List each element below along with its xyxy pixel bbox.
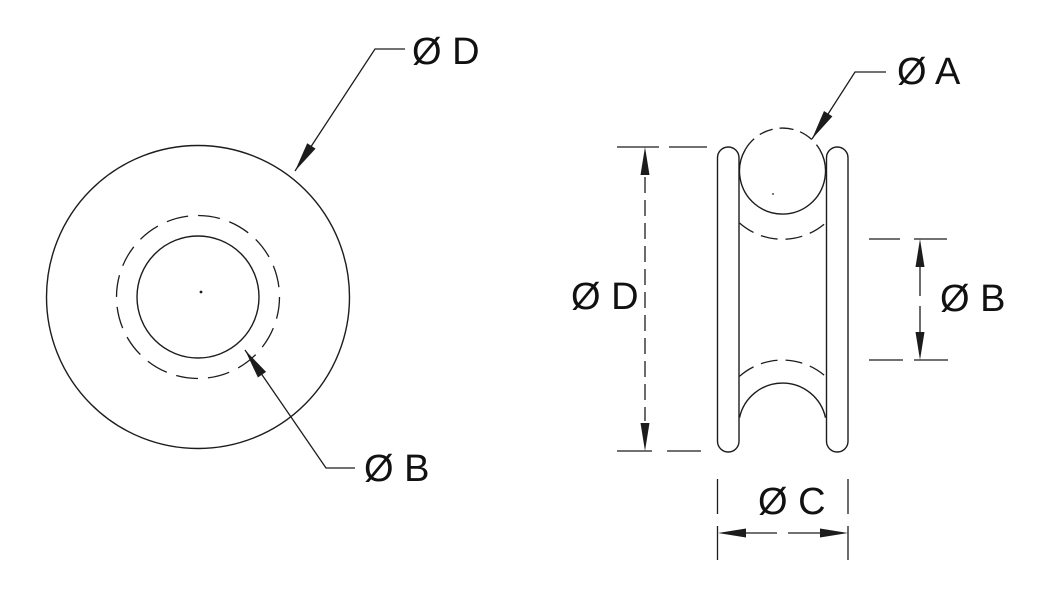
dimension-outer-diameter: Ø D (571, 146, 707, 452)
front-groove-hidden-circle (115, 214, 281, 380)
arrowhead-left (718, 528, 746, 538)
right-flange (825, 146, 849, 453)
side-view: Ø A Ø D Ø B (571, 51, 1005, 560)
side-width-label: Ø C (758, 481, 826, 523)
left-flange (716, 146, 740, 453)
front-bore-diameter-label: Ø B (364, 448, 429, 490)
groove-top-hidden-arc (739, 222, 826, 240)
leader-line (294, 48, 405, 172)
leader-rope-diameter: Ø A (811, 51, 961, 140)
arrowhead-down (640, 423, 650, 451)
front-outer-circle (45, 144, 351, 450)
rope-circle-solid-arc (738, 149, 827, 215)
front-view: Ø D Ø B (45, 31, 480, 490)
leader-arrowhead (245, 350, 267, 378)
rope-circle-hidden-arc (744, 127, 821, 150)
groove-bottom-solid-arc (738, 382, 827, 418)
arrowhead-right (820, 528, 848, 538)
leader-line (244, 349, 355, 469)
groove-bottom-hidden-arc (739, 359, 826, 377)
dimension-width: Ø C (716, 479, 849, 560)
leader-outer-diameter: Ø D (294, 31, 480, 172)
front-outer-diameter-label: Ø D (412, 31, 480, 73)
leader-line (811, 71, 886, 140)
side-center-mark (772, 193, 774, 195)
dimension-groove-diameter: Ø B (869, 238, 1005, 361)
leader-arrowhead (812, 111, 833, 139)
arrowhead-down (915, 332, 925, 360)
arrowhead-up (640, 147, 650, 175)
side-outer-diameter-label: Ø D (571, 276, 639, 318)
leader-arrowhead (295, 143, 316, 171)
leader-bore-diameter: Ø B (244, 349, 429, 490)
arrowhead-up (915, 239, 925, 267)
side-rope-diameter-label: Ø A (897, 51, 961, 93)
front-bore-circle (136, 235, 260, 359)
side-groove-diameter-label: Ø B (940, 278, 1005, 320)
front-center-mark (199, 290, 203, 294)
